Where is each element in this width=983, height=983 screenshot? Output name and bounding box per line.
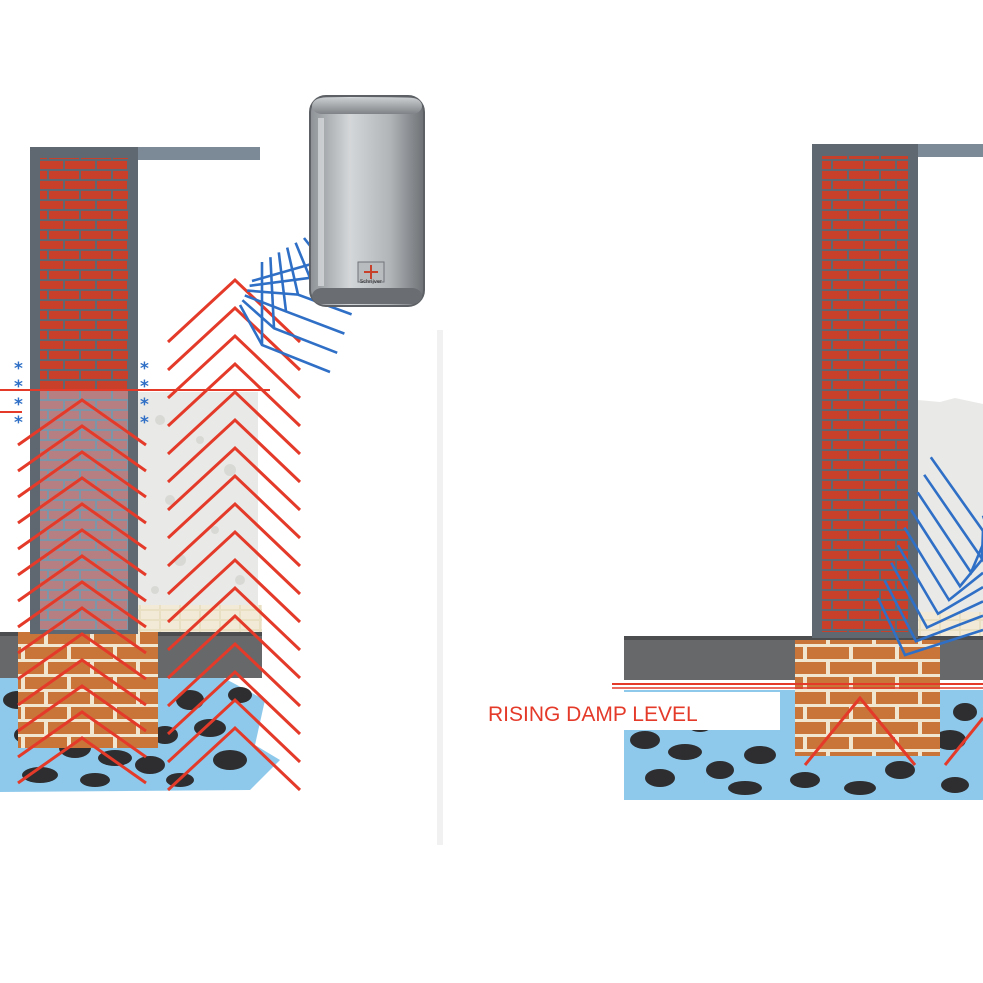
wave-chevron: [17, 606, 147, 655]
wave-chevron: [903, 526, 983, 602]
svg-text:*: *: [14, 359, 23, 379]
svg-text:*: *: [140, 377, 149, 397]
wave-chevron: [17, 736, 147, 785]
wave-chevron: [166, 557, 302, 624]
wave-chevron: [166, 697, 302, 764]
dry-plaster: [918, 398, 983, 612]
wave-chevron: [17, 476, 147, 525]
wave-chevron: [166, 529, 302, 596]
wave-chevron: [166, 333, 302, 400]
wave-chevron: [17, 398, 147, 447]
rising-damp-label-box: [480, 692, 780, 730]
svg-text:*: *: [140, 359, 149, 379]
brick-wall-right: [812, 144, 918, 638]
wave-chevron: [166, 725, 302, 792]
wave-chevron: [166, 501, 302, 568]
ceiling-beam: [138, 147, 260, 160]
wave-chevron: [929, 456, 983, 534]
wave-chevron: [238, 304, 331, 374]
svg-text:*: *: [14, 377, 23, 397]
wave-chevron: [166, 417, 302, 484]
wave-chevron: [166, 613, 302, 680]
wave-chevron: [166, 305, 302, 372]
wave-chevron: [17, 632, 147, 681]
wave-chevron: [17, 450, 147, 499]
left-panel-untreated-wall: **** **** Schrijver: [0, 95, 425, 792]
foundation-bricks-right: [795, 640, 940, 756]
suppressed-damp-waves: [803, 695, 983, 766]
svg-text:*: *: [14, 413, 23, 433]
wave-chevron: [17, 580, 147, 629]
wave-chevron: [909, 509, 983, 589]
rising-damp-waves: [17, 277, 302, 792]
wave-chevron: [17, 554, 147, 603]
wave-chevron: [17, 658, 147, 707]
wave-chevron: [17, 424, 147, 473]
wave-chevron: [285, 247, 300, 295]
wave-chevron: [896, 544, 983, 616]
svg-text:*: *: [14, 395, 23, 415]
svg-text:*: *: [140, 395, 149, 415]
panel-divider: [437, 330, 443, 845]
wave-chevron: [17, 528, 147, 577]
wave-chevron: [166, 445, 302, 512]
device-logo: Schrijver: [360, 279, 383, 285]
wave-chevron: [876, 597, 983, 657]
wave-chevron: [166, 473, 302, 540]
wave-chevron: [294, 242, 312, 279]
wave-chevron: [883, 579, 983, 643]
damp-plaster: [138, 392, 258, 605]
wave-chevron: [17, 710, 147, 759]
ceiling-beam-right: [918, 144, 983, 157]
wave-chevron: [890, 562, 983, 630]
right-panel-treated-wall: RISING DAMP LEVEL: [480, 144, 983, 800]
asterisk-icon: **** ****: [14, 359, 149, 433]
svg-text:*: *: [140, 413, 149, 433]
wave-chevron: [17, 502, 147, 551]
rising-damp-label: RISING DAMP LEVEL: [488, 703, 698, 726]
wave-chevron: [166, 669, 302, 736]
wave-chevron: [166, 277, 302, 344]
wave-chevron: [166, 641, 302, 708]
damp-control-device-icon: Schrijver: [309, 95, 425, 307]
wave-chevron: [166, 389, 302, 456]
wave-chevron: [166, 585, 302, 652]
wave-chevron: [166, 361, 302, 428]
wave-chevron: [17, 684, 147, 733]
